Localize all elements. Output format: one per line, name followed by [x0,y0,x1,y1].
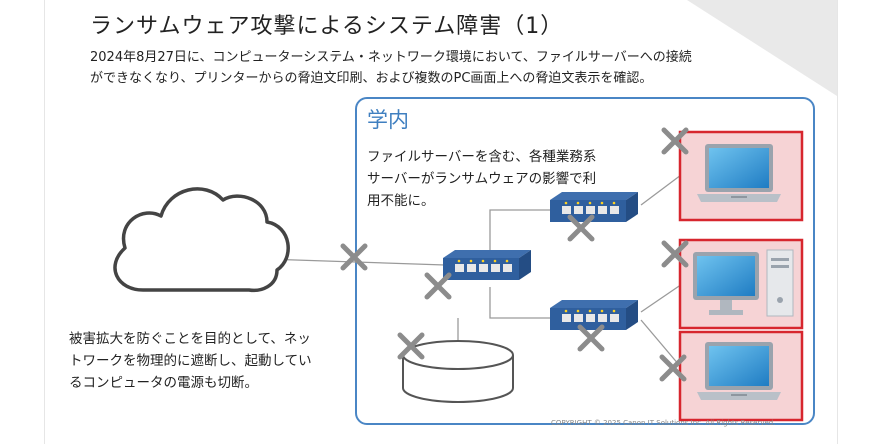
desktop-pc-icon [693,249,794,317]
campus-text-line: 用不能に。 [367,193,435,209]
campus-text-line: ファイルサーバーを含む、各種業務系 [367,149,597,165]
cloud-icon [113,187,290,293]
note-line: トワークを物理的に遮断し、起動してい [69,353,312,369]
link-desktop [640,281,686,313]
campus-text: ファイルサーバーを含む、各種業務系 サーバーがランサムウェアの影響で利 用不能に… [367,146,667,212]
description: 2024年8月27日に、コンピューターシステム・ネットワーク環境において、ファイ… [90,47,830,89]
link-switch-top [489,209,550,258]
campus-label: 学内 [367,108,409,132]
link-laptop-top [640,171,686,206]
storage-icon [402,340,514,403]
network-diagram [113,0,804,422]
network-switch-icon [550,300,638,330]
note-line: 被害拡大を防ぐことを目的として、ネッ [69,331,311,347]
description-line: 2024年8月27日に、コンピューターシステム・ネットワーク環境において、ファイ… [90,50,692,65]
slide: ランサムウェア攻撃によるシステム障害（1） 2024年8月27日に、コンピュータ… [44,0,838,444]
isolation-note: 被害拡大を防ぐことを目的として、ネッ トワークを物理的に遮断し、起動してい るコ… [69,328,349,394]
copyright: COPYRIGHT © 2025 Canon IT Solutions Inc.… [551,419,776,427]
corner-decoration [687,0,837,96]
network-switch-icon [443,250,531,280]
note-line: るコンピュータの電源も切断。 [69,375,258,391]
link-switch-bottom [489,287,550,319]
cross-mark-icon [427,275,449,297]
cross-mark-icon [580,327,602,349]
cross-mark-icon [343,246,365,268]
campus-text-line: サーバーがランサムウェアの影響で利 [367,171,597,187]
slide-title: ランサムウェア攻撃によるシステム障害（1） [90,14,564,39]
description-line: ができなくなり、プリンターからの脅迫文印刷、および複数のPC画面上への脅迫文表示… [90,71,653,86]
